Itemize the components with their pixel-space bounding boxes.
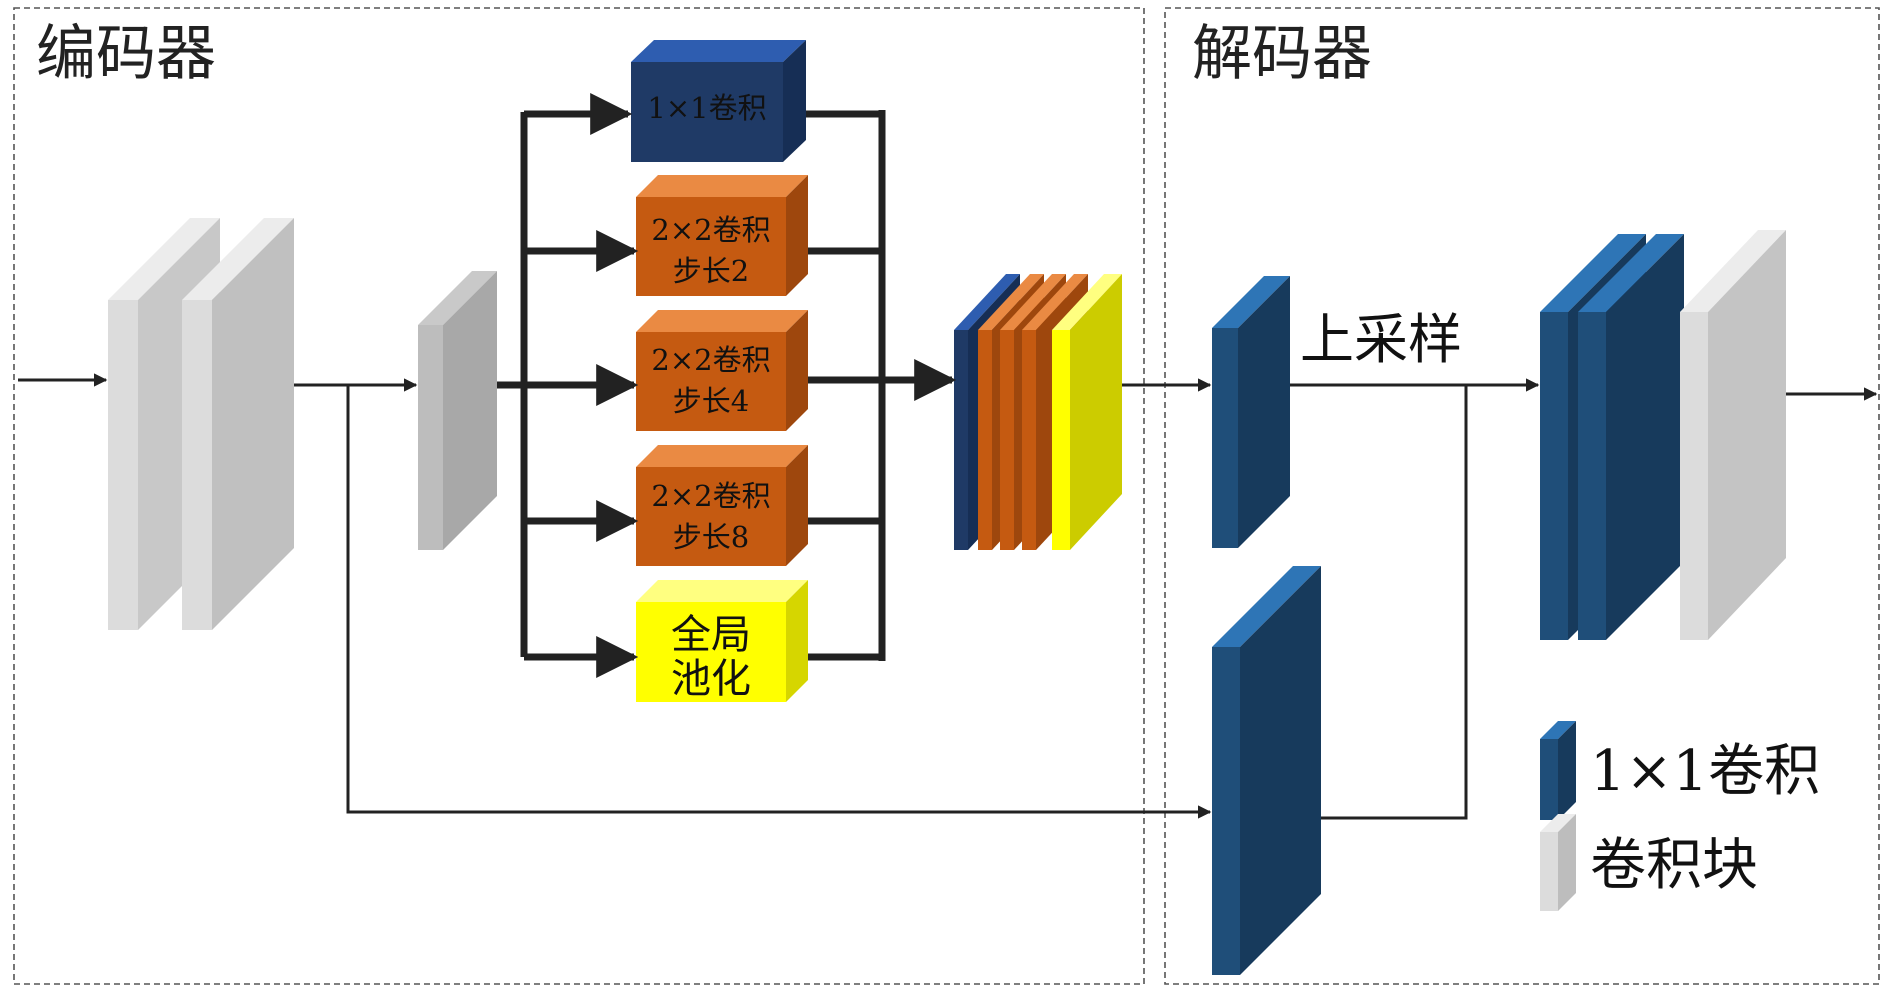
conv1x1-box: 1×1卷积: [631, 40, 806, 162]
concat-slice-yellow: [1052, 274, 1122, 550]
concat-feature-stack: [954, 274, 1122, 550]
decoder-conv-block: [1680, 230, 1786, 640]
dilated-conv-4-label-2: 步长4: [673, 384, 749, 418]
dilated-conv-8-label-1: 2×2卷积: [651, 479, 770, 513]
legend-conv1x1-label: 1×1卷积: [1590, 739, 1820, 804]
connectors: [18, 93, 1878, 820]
legend-conv1x1-swatch: [1540, 721, 1576, 820]
low-level-merge-line: [1321, 385, 1468, 820]
legend: 1×1卷积 卷积块: [1540, 721, 1820, 911]
skip-connection: [346, 385, 1212, 819]
encoder-frame: [13, 7, 1145, 985]
dilated-conv-4-label-1: 2×2卷积: [651, 343, 770, 377]
decoder-concat-block-2: [1578, 234, 1684, 640]
dilated-conv-2-label-2: 步长2: [673, 254, 749, 288]
dilated-conv-8-box: 2×2卷积 步长8: [636, 445, 808, 566]
dilated-conv-4-box: 2×2卷积 步长4: [636, 310, 808, 431]
global-pooling-label-2: 池化: [671, 656, 751, 702]
decoder-conv1x1-low: [1212, 566, 1321, 975]
dilated-conv-8-label-2: 步长8: [673, 520, 749, 554]
backbone-block: [418, 271, 497, 550]
dilated-conv-2-label-1: 2×2卷积: [651, 213, 770, 247]
legend-convblock-swatch: [1540, 814, 1576, 911]
global-pooling-label-1: 全局: [671, 612, 751, 658]
dilated-conv-2-box: 2×2卷积 步长2: [636, 175, 808, 296]
decoder-title: 解码器: [1192, 19, 1372, 89]
global-pooling-box: 全局 池化: [636, 580, 808, 702]
conv1x1-label: 1×1卷积: [647, 91, 766, 125]
legend-convblock-label: 卷积块: [1590, 833, 1758, 898]
encoder-title: 编码器: [36, 19, 216, 89]
conv-block-2: [182, 218, 294, 630]
decoder-frame: [1164, 7, 1880, 985]
upsample-label: 上采样: [1300, 308, 1462, 371]
decoder-conv1x1-high: [1212, 276, 1290, 548]
